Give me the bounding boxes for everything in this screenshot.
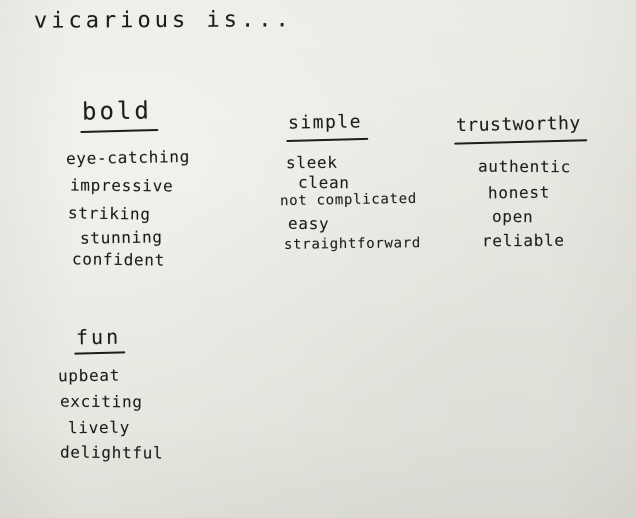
group-simple: simple sleek clean not complicated easy … (276, 111, 446, 263)
list-item: not complicated (279, 190, 418, 210)
list-item: striking (67, 203, 151, 224)
group-trustworthy: trustworthy authentic honest open reliab… (452, 112, 622, 255)
group-fun: fun upbeat exciting lively delightful (56, 324, 186, 476)
list-item: easy (287, 213, 330, 234)
list-item: authentic (477, 156, 572, 177)
list-item: impressive (69, 175, 174, 196)
list-item: open (491, 206, 534, 227)
page-title: vicarious is... (33, 7, 293, 34)
list-item: straightforward (283, 235, 422, 253)
list-item: stunning (79, 227, 163, 248)
group-bold: bold eye-catching impressive striking st… (60, 96, 230, 278)
list-item: exciting (59, 391, 143, 412)
group-heading-simple: simple (287, 111, 363, 134)
group-heading-bold: bold (81, 96, 153, 126)
list-item: reliable (481, 230, 565, 251)
list-item: delightful (59, 442, 164, 463)
list-item: lively (67, 417, 131, 438)
list-item: honest (487, 182, 551, 203)
list-item: clean (297, 172, 350, 193)
list-item: confident (71, 249, 166, 270)
group-heading-fun: fun (75, 324, 122, 350)
group-heading-trustworthy: trustworthy (455, 112, 581, 137)
list-item: upbeat (57, 365, 121, 386)
list-item: sleek (285, 152, 338, 173)
list-item: eye-catching (65, 146, 191, 169)
